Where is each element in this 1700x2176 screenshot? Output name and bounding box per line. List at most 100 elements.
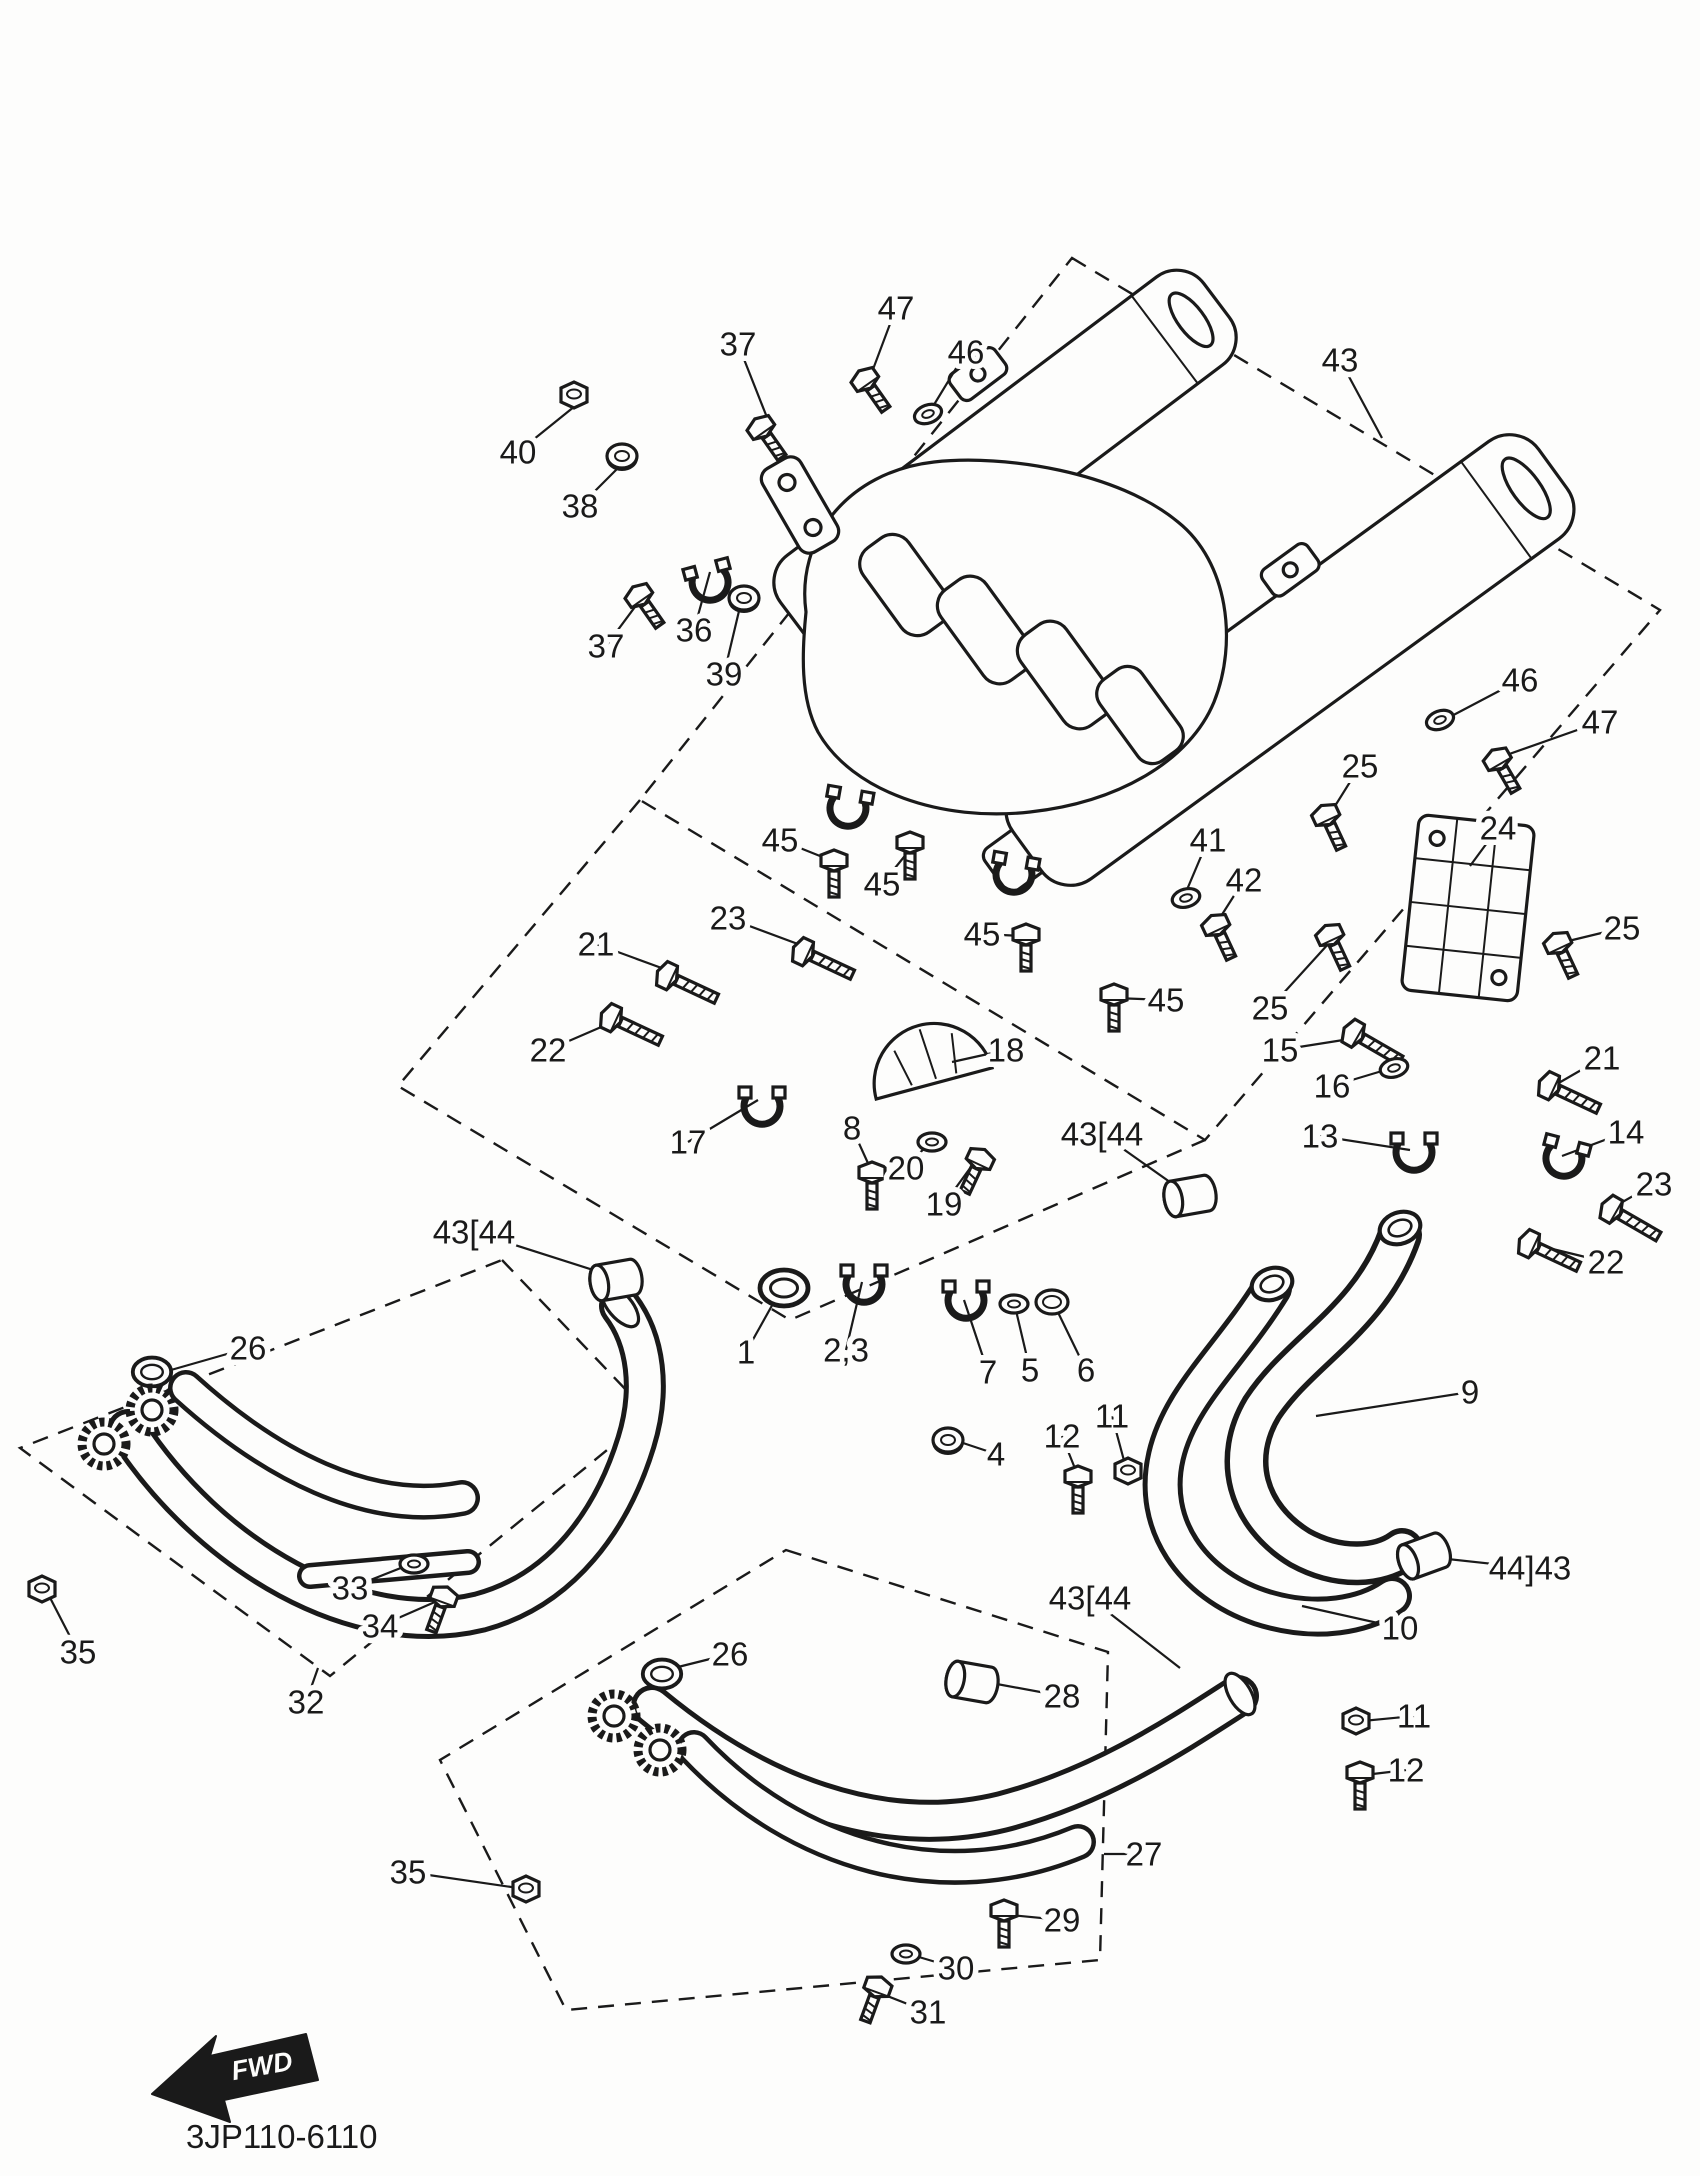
part-nut [1113, 1456, 1143, 1486]
leader-line [1561, 1130, 1627, 1158]
leader-line [473, 1230, 613, 1278]
part-clamp [841, 1265, 887, 1302]
part-number-callout: 28 [1044, 1678, 1081, 1715]
leader-line [736, 343, 770, 421]
part-number-callout: 23 [1636, 1166, 1673, 1203]
part-bolt [1345, 1760, 1375, 1811]
leader-line [1497, 720, 1601, 760]
part-number-callout: 36 [676, 612, 713, 649]
part-number-callout: 25 [1604, 910, 1641, 947]
leader-line [1469, 827, 1499, 867]
left-header-pipes [107, 1283, 666, 1639]
part-washer [998, 1293, 1030, 1315]
part-clamp [1537, 1134, 1591, 1182]
part-bolt [857, 1160, 887, 1211]
part-damper [941, 1658, 1003, 1706]
part-number-callout: 1 [737, 1334, 755, 1371]
part-bolt [1011, 922, 1041, 973]
part-number-callout: 43 [1322, 342, 1359, 379]
part-number-callout: 43[44 [1049, 1580, 1132, 1617]
part-washer [398, 1553, 430, 1575]
part-grommet [931, 1426, 965, 1456]
part-washer [1168, 884, 1204, 912]
part-bolt [1311, 918, 1359, 976]
part-ring [760, 1270, 808, 1306]
part-number-callout: 11 [1397, 1698, 1431, 1735]
part-toothring [638, 1728, 682, 1772]
part-number-callout: 45 [762, 822, 799, 859]
part-number-callout: 19 [926, 1186, 963, 1223]
part-number-callout: 32 [288, 1684, 325, 1721]
leader-line [870, 307, 898, 373]
part-number-callout: 45 [864, 866, 901, 903]
part-number-callout: 4 [987, 1436, 1005, 1473]
part-number-callout: 24 [1480, 810, 1517, 847]
part-number-callout: 45 [1148, 982, 1185, 1019]
part-ring [130, 1355, 174, 1389]
leader-line [1339, 359, 1383, 439]
part-number-callout: 30 [938, 1950, 975, 1987]
part-bolt [989, 1898, 1019, 1949]
part-number-callout: 46 [1502, 662, 1539, 699]
leader-line [1184, 839, 1210, 893]
part-toothring [82, 1422, 126, 1466]
part-number-callout: 41 [1190, 822, 1227, 859]
fwd-arrow: FWD [151, 2033, 319, 2123]
part-number-callout: 25 [1342, 748, 1379, 785]
part-number-callout: 25 [1252, 990, 1289, 1027]
part-nut [27, 1574, 57, 1604]
part-number-callout: 46 [948, 334, 985, 371]
flange-assembly-boundary [396, 799, 1206, 1322]
part-number-callout: 26 [712, 1636, 749, 1673]
part-lbolt [594, 999, 668, 1055]
part-number-callout: 45 [964, 916, 1001, 953]
leader-line [1315, 1390, 1471, 1418]
part-ring [1034, 1288, 1070, 1316]
part-damper [585, 1256, 647, 1304]
part-number-callout: 20 [888, 1150, 925, 1187]
part-bolt [742, 409, 795, 467]
leader-line [304, 1667, 320, 1703]
part-nut [511, 1874, 541, 1904]
part-bolt [1063, 1464, 1093, 1515]
part-number-callout: 11 [1095, 1398, 1129, 1435]
part-grommet [727, 584, 761, 614]
part-bolt [819, 848, 849, 899]
part-number-callout: 29 [1044, 1902, 1081, 1939]
part-number-callout: 7 [979, 1354, 997, 1391]
muffler-bracket-tab [947, 346, 1009, 403]
leader-line [844, 1281, 864, 1351]
part-number-callout: 35 [390, 1854, 427, 1891]
part-number-callout: 13 [1302, 1118, 1339, 1155]
part-number-callout: 2,3 [823, 1332, 869, 1369]
heat-shield-plate [872, 1021, 995, 1101]
part-number-callout: 31 [910, 1994, 947, 2031]
part-lbolt [650, 957, 724, 1013]
part-number-callout: 22 [1588, 1244, 1625, 1281]
expansion-chamber [759, 455, 1229, 816]
part-bolt [620, 577, 673, 635]
leader-line [1089, 1597, 1181, 1669]
bottom-header-boundary [438, 1548, 1110, 2012]
part-number-callout: 27 [1126, 1836, 1163, 1873]
part-washer [890, 1943, 922, 1965]
muffler-bracket-tab [1259, 541, 1321, 598]
part-number-callout: 18 [988, 1032, 1025, 1069]
part-number-callout: 17 [670, 1124, 707, 1161]
drawing-number: 3JP110-6110 [186, 2118, 377, 2155]
part-washer [1422, 705, 1458, 735]
part-clamp [943, 1281, 989, 1318]
part-number-callout: 21 [578, 926, 615, 963]
part-number-callout: 44]43 [1489, 1550, 1572, 1587]
part-number-callout: 38 [562, 488, 599, 525]
part-washer [916, 1131, 948, 1153]
part-grommet [605, 442, 639, 472]
part-nut [1341, 1706, 1371, 1736]
part-bolt [1307, 798, 1355, 856]
diagram-artwork [17, 256, 1662, 2012]
part-number-callout: 39 [706, 656, 743, 693]
left-header-boundary [17, 1258, 652, 1678]
part-toothring [592, 1694, 636, 1738]
